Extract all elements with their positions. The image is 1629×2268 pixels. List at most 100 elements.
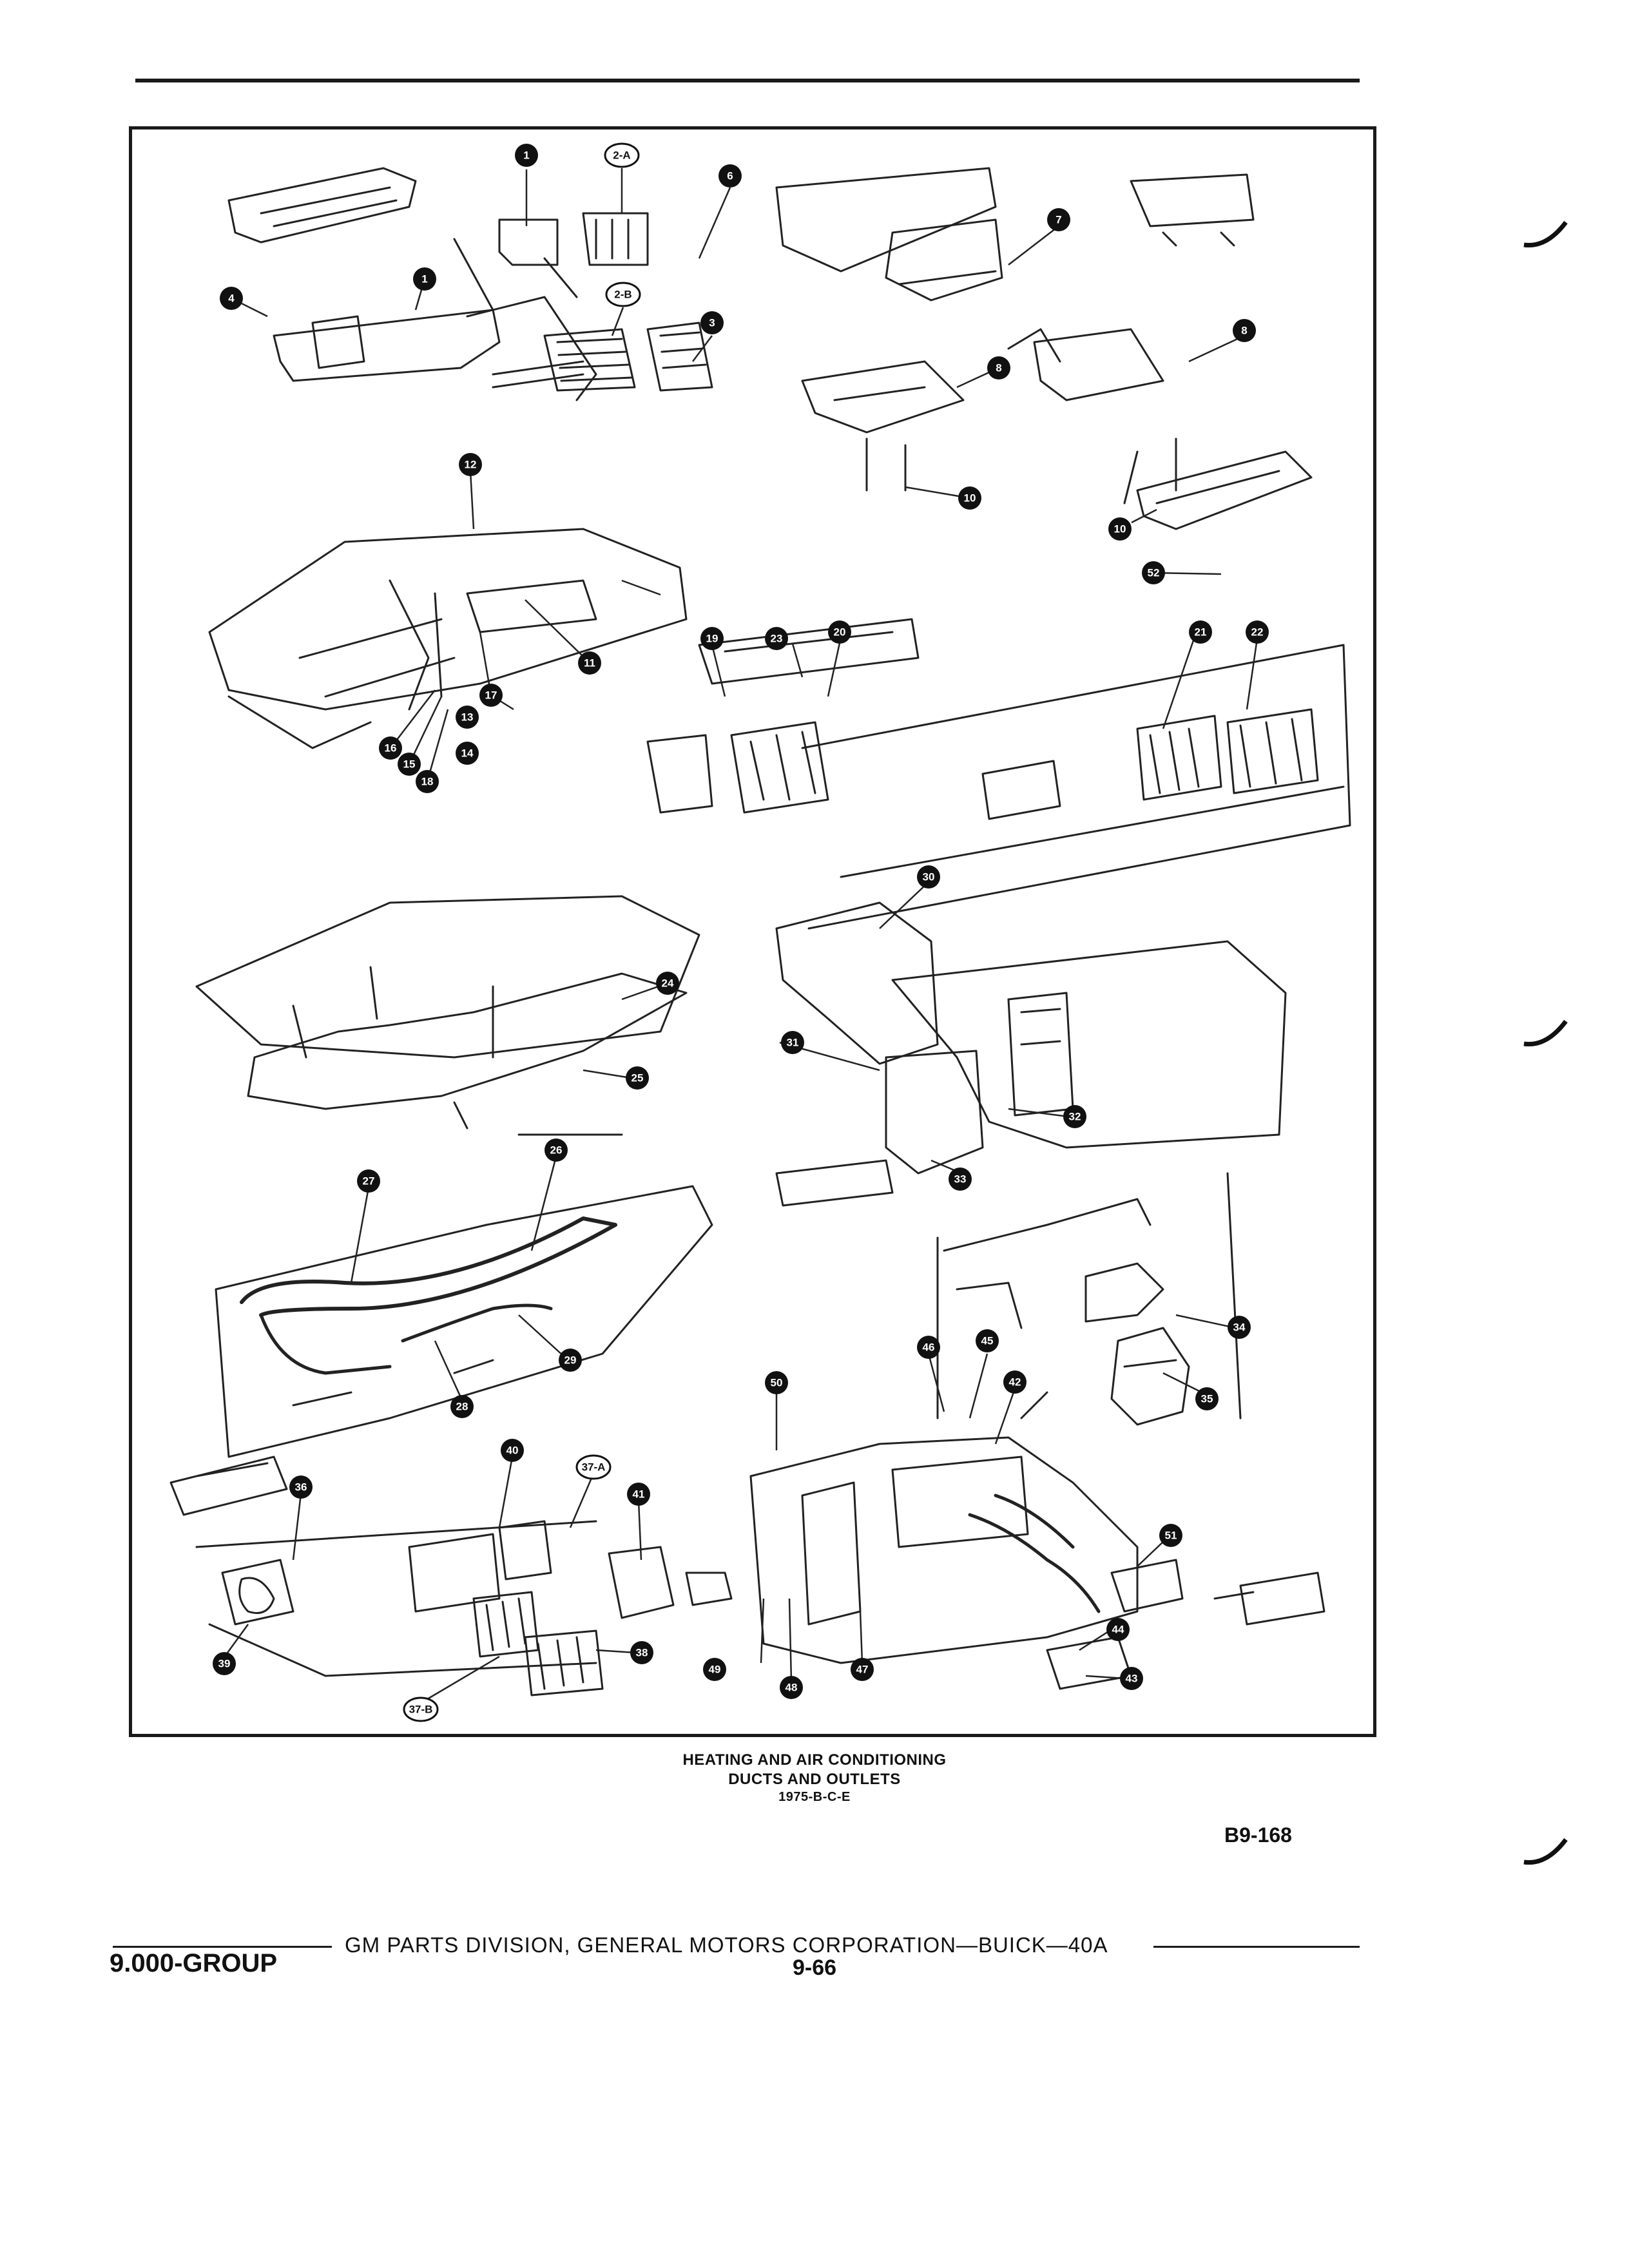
footer-rule-left: [113, 1946, 332, 1948]
page-number: 9-66: [792, 1956, 837, 1980]
callout-21: 21: [1189, 620, 1212, 644]
callout-38: 38: [630, 1641, 653, 1664]
figure-number: B9-168: [1224, 1823, 1292, 1847]
callout-20: 20: [828, 620, 851, 644]
callout-2a: 2-A: [604, 142, 640, 168]
callout-2b: 2-B: [605, 282, 641, 307]
svg-text:42: 42: [1009, 1376, 1021, 1389]
callout-33: 33: [949, 1168, 972, 1191]
svg-text:10: 10: [964, 492, 976, 505]
svg-text:36: 36: [295, 1481, 307, 1494]
svg-text:1: 1: [523, 149, 529, 162]
svg-text:38: 38: [636, 1647, 648, 1659]
svg-text:46: 46: [923, 1341, 935, 1354]
callout-36: 36: [289, 1475, 313, 1499]
svg-text:11: 11: [584, 657, 595, 669]
callout-12: 12: [459, 453, 482, 476]
callout-10b: 10: [1108, 517, 1132, 541]
panel-heater-assembly: [775, 901, 1287, 1207]
svg-text:26: 26: [550, 1144, 563, 1157]
panel-right-duct-detail: [775, 167, 1313, 530]
callout-43: 43: [1120, 1667, 1143, 1690]
panel-lower-right-heater: [749, 1436, 1325, 1690]
caption-title: HEATING AND AIR CONDITIONING: [682, 1751, 947, 1769]
callout-markers: 1 2-A 6 4 1 2-B 3 7 8 8 10 10 52 12 11 1…: [213, 142, 1269, 1722]
svg-text:45: 45: [981, 1335, 994, 1347]
svg-text:19: 19: [706, 633, 718, 645]
svg-text:48: 48: [786, 1682, 798, 1694]
panel-left-outlet-detail: [227, 167, 713, 401]
svg-text:49: 49: [709, 1664, 721, 1676]
callout-6: 6: [718, 164, 742, 187]
callout-15: 15: [398, 753, 421, 776]
svg-text:20: 20: [834, 626, 846, 639]
callout-17: 17: [479, 684, 503, 707]
svg-text:17: 17: [485, 689, 497, 702]
callout-24: 24: [656, 972, 679, 995]
callout-18: 18: [416, 770, 439, 793]
svg-text:47: 47: [856, 1664, 869, 1676]
panel-hose-routing: [215, 1185, 713, 1458]
callout-3: 3: [700, 311, 724, 334]
svg-text:8: 8: [1241, 325, 1247, 337]
svg-text:27: 27: [363, 1175, 375, 1187]
callout-47: 47: [851, 1658, 874, 1681]
callout-40: 40: [501, 1439, 524, 1462]
svg-text:2-B: 2-B: [614, 289, 631, 301]
svg-text:14: 14: [461, 747, 474, 760]
svg-text:37-B: 37-B: [409, 1704, 433, 1716]
callout-23: 23: [765, 627, 788, 650]
panel-lower-duct: [195, 895, 700, 1136]
callout-1: 1: [413, 267, 436, 291]
svg-text:15: 15: [403, 758, 416, 771]
svg-text:43: 43: [1126, 1673, 1138, 1685]
callout-29: 29: [559, 1349, 582, 1372]
svg-text:28: 28: [456, 1401, 468, 1413]
callout-50: 50: [765, 1371, 788, 1394]
svg-text:2-A: 2-A: [613, 149, 630, 162]
footer-rule-right: [1153, 1946, 1360, 1948]
svg-text:1: 1: [421, 273, 427, 285]
svg-text:31: 31: [787, 1037, 799, 1049]
svg-text:25: 25: [631, 1072, 644, 1084]
callout-51: 51: [1159, 1524, 1182, 1547]
callout-34: 34: [1228, 1316, 1251, 1339]
binder-hole-mark-top: [1523, 220, 1568, 248]
callout-48: 48: [780, 1676, 803, 1699]
callout-49: 49: [703, 1658, 726, 1681]
svg-text:4: 4: [228, 293, 235, 305]
svg-text:39: 39: [218, 1658, 231, 1670]
callout-5: 1: [515, 144, 538, 167]
svg-text:52: 52: [1148, 567, 1160, 579]
illustration-frame: [129, 126, 1376, 1737]
svg-text:50: 50: [771, 1377, 783, 1389]
callout-28: 28: [450, 1395, 474, 1418]
callout-30a: 30: [917, 865, 940, 889]
caption-model-years: 1975-B-C-E: [778, 1790, 851, 1804]
svg-text:21: 21: [1195, 626, 1207, 639]
svg-text:23: 23: [771, 633, 783, 645]
panel-lower-left-outlets: [169, 1456, 733, 1696]
svg-text:18: 18: [421, 776, 434, 788]
svg-text:41: 41: [633, 1488, 645, 1501]
callout-37a: 37-A: [575, 1454, 612, 1480]
panel-dash-side-duct: [936, 1172, 1242, 1426]
panel-right-outlets: [646, 618, 1351, 930]
callout-41: 41: [627, 1483, 650, 1506]
svg-text:30: 30: [923, 871, 935, 883]
callout-27: 27: [357, 1169, 380, 1193]
exploded-parts-illustration: 1 2-A 6 4 1 2-B 3 7 8 8 10 10 52 12 11 1…: [169, 142, 1351, 1722]
callout-39: 39: [213, 1652, 236, 1675]
svg-text:10: 10: [1114, 523, 1126, 535]
callout-42: 42: [1003, 1370, 1027, 1394]
callout-31: 31: [781, 1031, 804, 1054]
callout-10a: 10: [958, 486, 981, 510]
svg-text:3: 3: [709, 317, 715, 329]
callout-37b: 37-B: [403, 1696, 439, 1722]
svg-text:7: 7: [1055, 214, 1061, 226]
svg-text:33: 33: [954, 1173, 967, 1186]
callout-8b: 8: [987, 356, 1010, 380]
callout-26: 26: [545, 1139, 568, 1162]
callout-11: 11: [578, 651, 601, 675]
callout-46: 46: [917, 1336, 940, 1359]
